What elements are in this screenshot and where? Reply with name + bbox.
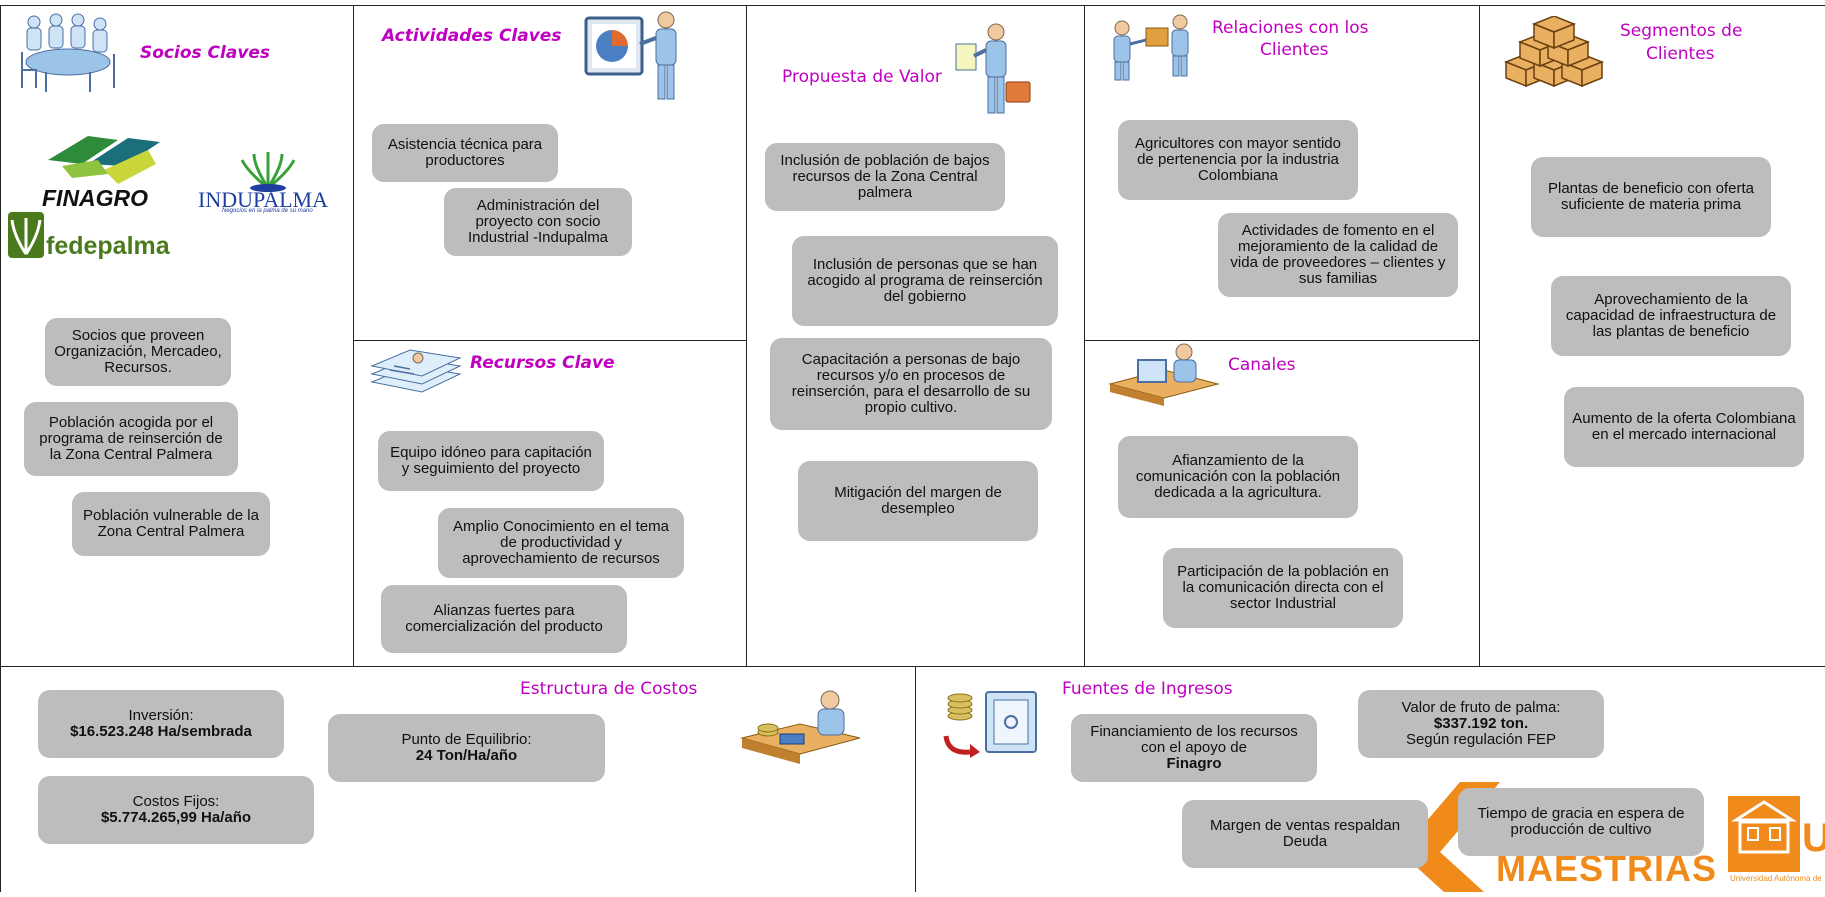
segmentos-item-3: Aumento de la oferta Colombiana en el me… [1564,387,1804,467]
propuesta-item-4: Mitigación del margen de desempleo [798,461,1038,541]
actividades-item-1: Asistencia técnica para productores [372,124,558,182]
presentation-board-icon [582,10,692,104]
safe-money-icon [940,686,1044,758]
canales-item-2: Participación de la población en la comu… [1163,548,1403,628]
recursos-item-1: Equipo idóneo para capitación y seguimie… [378,431,604,491]
relaciones-clientes-title-line1: Relaciones con los [1212,18,1369,38]
socios-item-2: Población acogida por el programa de rei… [24,402,238,476]
boxes-stack-icon [1503,15,1606,88]
fuentes-ingresos-title: Fuentes de Ingresos [1062,679,1233,699]
meeting-people-icon [16,12,122,94]
fedepalma-logo-mark [8,212,44,258]
segmentos-clientes-title-line2: Clientes [1646,44,1715,64]
ingresos-valor-value: $337.192 ton. [1433,715,1529,732]
person-with-briefcase-icon [952,22,1032,118]
segmentos-item-2: Aprovechamiento de la capacidad de infra… [1551,276,1791,356]
ingresos-financiamiento-bold: Finagro [1166,755,1222,772]
estructura-costos-title: Estructura de Costos [520,679,698,699]
ingresos-valor-note: Según regulación FEP [1405,731,1557,748]
finagro-logo-text: FINAGRO [42,185,149,211]
relaciones-clientes-title-line2: Clientes [1260,40,1329,60]
segmentos-clientes-title-line1: Segmentos de [1620,21,1743,41]
relaciones-item-1: Agricultores con mayor sentido de perten… [1118,120,1358,200]
propuesta-item-3: Capacitación a personas de bajo recursos… [770,338,1052,430]
socios-claves-title: Socios Claves [140,43,271,63]
finagro-logo-mark [48,130,164,186]
indupalma-logo-mark [238,152,298,192]
recursos-item-3: Alianzas fuertes para comercialización d… [381,585,627,653]
computer-operator-icon [1108,340,1220,410]
costos-inversion-value: $16.523.248 Ha/sembrada [70,723,252,740]
costos-fijos: Costos Fijos: $5.774.265,99 Ha/año [38,776,314,844]
costos-inversion: Inversión: $16.523.248 Ha/sembrada [38,690,284,758]
costos-punto-equilibrio: Punto de Equilibrio: 24 Ton/Ha/año [328,714,605,782]
costos-equilibrio-label: Punto de Equilibrio: [401,731,532,748]
university-logo-text: UN [1802,816,1825,860]
canales-title: Canales [1228,355,1296,375]
documents-stack-icon [370,344,462,396]
socios-item-1: Socios que proveen Organización, Mercade… [45,318,231,386]
costos-inversion-label: Inversión: [128,707,194,724]
ingresos-valor-label: Valor de fruto de palma: [1401,699,1561,716]
handshake-people-icon [1108,14,1194,82]
propuesta-valor-title: Propuesta de Valor [782,67,942,87]
recursos-clave-title: Recursos Clave [470,353,615,373]
ingresos-tiempo-gracia: Tiempo de gracia en espera de producción… [1458,788,1704,856]
fedepalma-logo-text: fedepalma [46,232,170,260]
costos-fijos-value: $5.774.265,99 Ha/año [100,809,252,826]
relaciones-item-2: Actividades de fomento en el mejoramient… [1218,213,1458,297]
ingresos-valor-fruto: Valor de fruto de palma: $337.192 ton. S… [1358,690,1604,758]
actividades-item-2: Administración del proyecto con socio In… [444,188,632,256]
socios-item-3: Población vulnerable de la Zona Central … [72,492,270,556]
recursos-item-2: Amplio Conocimiento en el tema de produc… [438,508,684,578]
ingresos-financiamiento-text: Financiamiento de los recursos con el ap… [1090,723,1298,756]
university-building-logo [1728,796,1800,872]
accountant-desk-icon [740,688,862,766]
propuesta-item-2: Inclusión de personas que se han acogido… [792,236,1058,326]
canales-item-1: Afianzamiento de la comunicación con la … [1118,436,1358,518]
costos-fijos-label: Costos Fijos: [132,793,220,810]
ingresos-margen: Margen de ventas respaldan Deuda [1182,800,1428,868]
ingresos-financiamiento: Financiamiento de los recursos con el ap… [1071,714,1317,782]
actividades-claves-title: Actividades Claves [382,26,562,46]
indupalma-logo-text: INDUPALMA [198,187,328,212]
segmentos-item-1: Plantas de beneficio con oferta suficien… [1531,157,1771,237]
costos-equilibrio-value: 24 Ton/Ha/año [415,747,518,764]
propuesta-valor-section [746,5,1085,667]
indupalma-tagline: Negocios en la palma de su mano [222,208,313,214]
university-tagline: Universidad Autónoma de [1730,874,1822,883]
propuesta-item-1: Inclusión de población de bajos recursos… [765,143,1005,211]
